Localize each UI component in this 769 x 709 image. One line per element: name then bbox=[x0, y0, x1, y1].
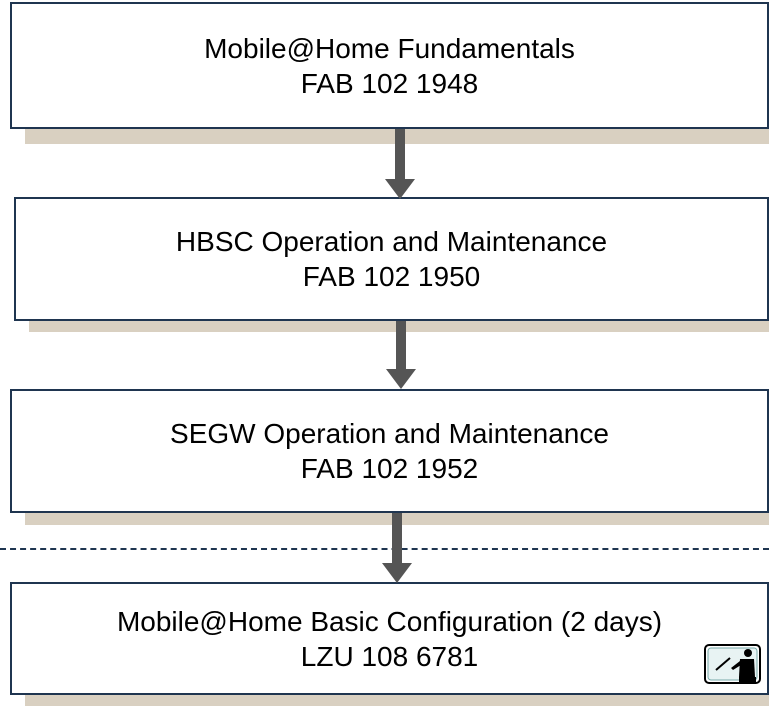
course-box-hbsc: HBSC Operation and Maintenance FAB 102 1… bbox=[14, 197, 769, 321]
course-title: Mobile@Home Basic Configuration (2 days) bbox=[116, 605, 663, 637]
course-code: FAB 102 1950 bbox=[302, 261, 481, 292]
course-title: HBSC Operation and Maintenance bbox=[175, 226, 608, 257]
flow-arrow-icon bbox=[382, 513, 412, 583]
course-code: FAB 102 1952 bbox=[300, 453, 479, 484]
flow-arrow-icon bbox=[386, 321, 416, 389]
course-title: Mobile@Home Fundamentals bbox=[204, 32, 575, 64]
course-box-segw: SEGW Operation and Maintenance FAB 102 1… bbox=[10, 389, 769, 513]
instructor-led-icon bbox=[704, 644, 761, 684]
prerequisite-divider-line bbox=[0, 548, 769, 550]
course-code: FAB 102 1948 bbox=[300, 67, 479, 99]
course-box-fundamentals: Mobile@Home Fundamentals FAB 102 1948 bbox=[10, 2, 769, 129]
course-box-basic-configuration: Mobile@Home Basic Configuration (2 days)… bbox=[10, 582, 769, 695]
course-code: LZU 108 6781 bbox=[300, 640, 479, 672]
flow-arrow-icon bbox=[385, 129, 415, 199]
course-title: SEGW Operation and Maintenance bbox=[170, 418, 609, 449]
